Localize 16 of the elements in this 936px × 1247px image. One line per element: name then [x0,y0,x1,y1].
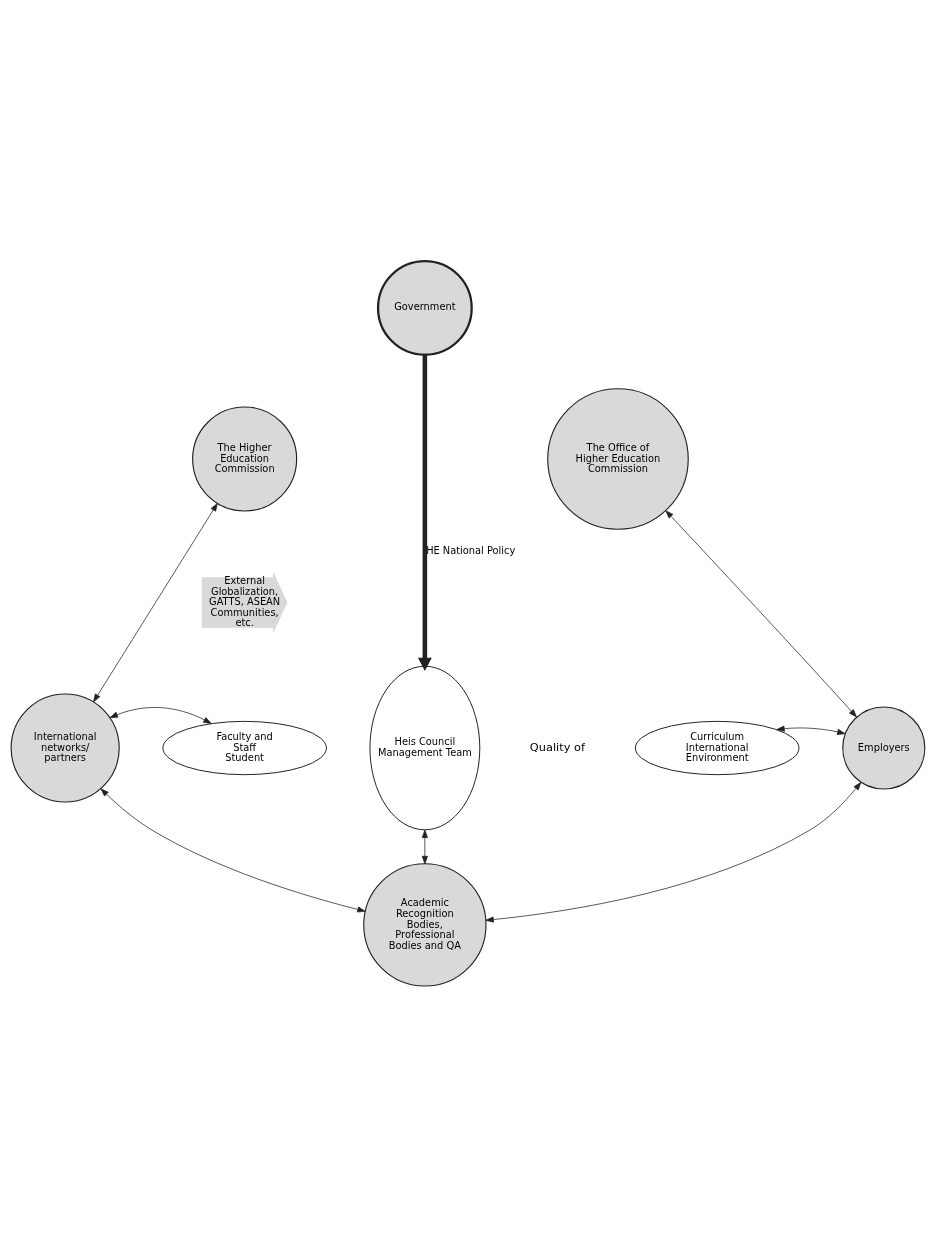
arrow [109,707,212,724]
node-ellipse: Faculty and Staff Student [162,720,327,776]
label: Quality of [529,739,585,754]
arrow [665,510,857,718]
node-circle: Government [376,259,473,356]
node-circle: Academic Recognition Bodies, Professional Bodies and QA [363,863,487,987]
arrow [417,355,432,671]
arrow [421,829,428,865]
arrow [485,782,862,923]
node-ellipse: Curriculum International Environment [634,720,800,776]
node-circle: The Office of Higher Education Commission [547,388,689,530]
edge-label: HE National Policy [426,544,516,556]
arrow [776,725,846,735]
arrow [93,503,218,703]
node-ellipse: Heis Council Management Team [369,665,481,831]
arrow [100,788,366,913]
